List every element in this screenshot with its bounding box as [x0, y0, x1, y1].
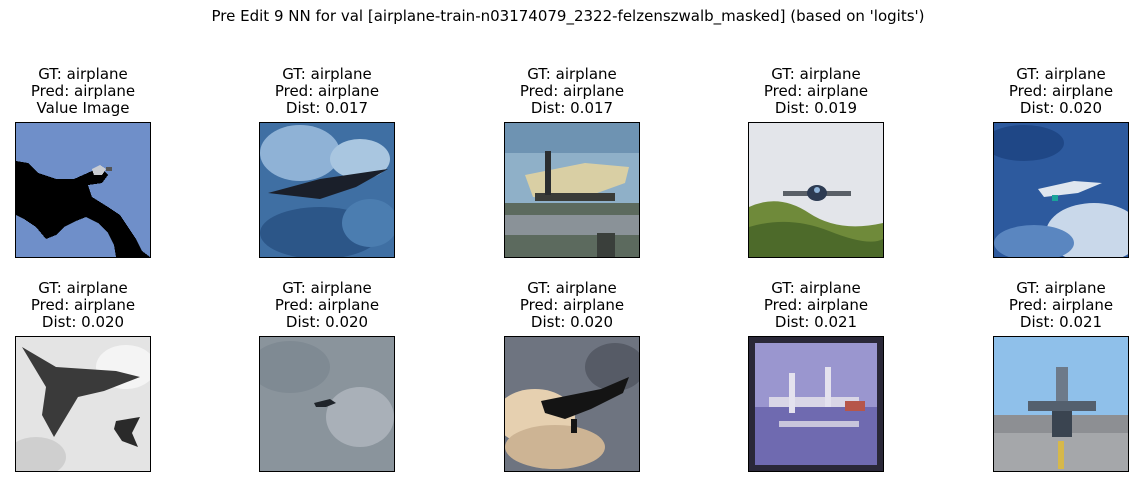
neighbor-thumbnail [993, 336, 1129, 472]
pred-label: Pred: airplane [1008, 82, 1114, 100]
cell-caption: GT: airplane Pred: airplane Value Image [0, 66, 191, 117]
pred-label: Pred: airplane [519, 82, 625, 100]
dist-label: Dist: 0.021 [1019, 313, 1103, 331]
dist-label: Dist: 0.017 [530, 99, 614, 117]
dist-label: Dist: 0.020 [530, 313, 614, 331]
dist-label: Dist: 0.020 [285, 313, 369, 331]
gt-label: GT: airplane [527, 65, 617, 83]
gt-label: GT: airplane [1016, 65, 1106, 83]
dist-label: Dist: 0.017 [285, 99, 369, 117]
dist-label: Dist: 0.019 [774, 99, 858, 117]
cell-caption: GT: airplane Pred: airplane Dist: 0.019 [708, 66, 924, 117]
pred-label: Pred: airplane [763, 296, 869, 314]
pred-label: Pred: airplane [274, 296, 380, 314]
value-image-thumbnail [15, 122, 151, 258]
cell-caption: GT: airplane Pred: airplane Dist: 0.020 [219, 280, 435, 331]
cell-caption: GT: airplane Pred: airplane Dist: 0.017 [219, 66, 435, 117]
cell-caption: GT: airplane Pred: airplane Dist: 0.021 [953, 280, 1136, 331]
neighbor-thumbnail [748, 122, 884, 258]
neighbor-thumbnail [259, 122, 395, 258]
pred-label: Pred: airplane [519, 296, 625, 314]
gt-label: GT: airplane [771, 65, 861, 83]
pred-label: Pred: airplane [763, 82, 869, 100]
pred-label: Pred: airplane [30, 296, 136, 314]
neighbor-thumbnail [504, 122, 640, 258]
dist-label: Dist: 0.021 [774, 313, 858, 331]
cell-caption: GT: airplane Pred: airplane Dist: 0.020 [464, 280, 680, 331]
cell-caption: GT: airplane Pred: airplane Dist: 0.020 [0, 280, 191, 331]
neighbor-thumbnail [259, 336, 395, 472]
gt-label: GT: airplane [527, 279, 617, 297]
cell-caption: GT: airplane Pred: airplane Dist: 0.021 [708, 280, 924, 331]
gt-label: GT: airplane [38, 279, 128, 297]
neighbor-thumbnail [748, 336, 884, 472]
gt-label: GT: airplane [282, 65, 372, 83]
value-image-label: Value Image [36, 99, 130, 117]
pred-label: Pred: airplane [1008, 296, 1114, 314]
gt-label: GT: airplane [771, 279, 861, 297]
neighbor-thumbnail [504, 336, 640, 472]
gt-label: GT: airplane [1016, 279, 1106, 297]
figure-title: Pre Edit 9 NN for val [airplane-train-n0… [211, 7, 925, 25]
pred-label: Pred: airplane [274, 82, 380, 100]
dist-label: Dist: 0.020 [1019, 99, 1103, 117]
neighbor-thumbnail [993, 122, 1129, 258]
gt-label: GT: airplane [38, 65, 128, 83]
cell-caption: GT: airplane Pred: airplane Dist: 0.017 [464, 66, 680, 117]
pred-label: Pred: airplane [30, 82, 136, 100]
neighbor-thumbnail [15, 336, 151, 472]
gt-label: GT: airplane [282, 279, 372, 297]
dist-label: Dist: 0.020 [41, 313, 125, 331]
cell-caption: GT: airplane Pred: airplane Dist: 0.020 [953, 66, 1136, 117]
